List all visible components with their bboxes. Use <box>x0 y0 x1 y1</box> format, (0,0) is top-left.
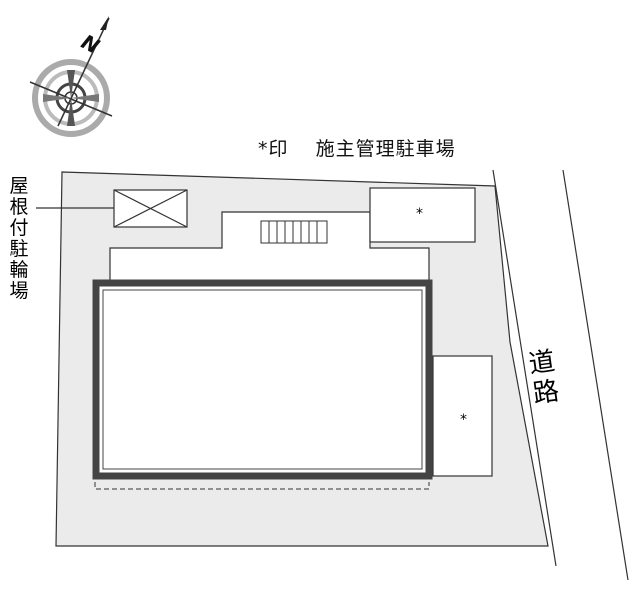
legend: *印 施主管理駐車場 <box>258 134 456 161</box>
main-building <box>92 279 433 480</box>
parking-space-side <box>432 355 493 477</box>
compass-rose-icon <box>29 16 113 137</box>
bike-shelter <box>113 189 188 228</box>
road-edge-left <box>492 169 557 567</box>
stairs-icon <box>260 220 328 244</box>
parking-mark-top: * <box>416 206 423 222</box>
building-annex-outline <box>109 211 430 281</box>
parking-space-top <box>369 187 476 243</box>
main-building-inner-line <box>102 289 423 470</box>
balcony-dashed-line <box>94 482 430 490</box>
parking-mark-side: * <box>460 412 467 428</box>
legend-text: 施主管理駐車場 <box>315 138 456 160</box>
road-edge-right <box>562 169 629 581</box>
bike-shelter-label: 屋 根 付 駐 輪 場 <box>9 175 29 302</box>
legend-symbol: *印 <box>258 138 289 160</box>
